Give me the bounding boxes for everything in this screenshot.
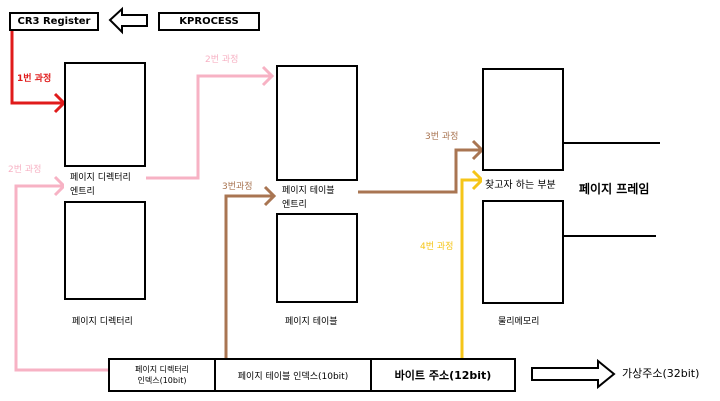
- page-table-entry: 페이지 테이블 엔트리: [276, 179, 358, 215]
- arrow-step3-index: [224, 194, 274, 358]
- arrow-step1: [10, 30, 64, 105]
- pt-entry-line2: 엔트리: [282, 200, 307, 210]
- step3-label-left: 3번과정: [222, 182, 253, 192]
- physical-memory-caption: 물리메모리: [498, 317, 540, 327]
- page-directory-box: 페이지 디렉터리 엔트리: [64, 62, 146, 300]
- virtual-address-bar: 페이지 디렉터리 인덱스(10bit) 페이지 테이블 인덱스(10bit) 바…: [108, 358, 516, 392]
- page-table-box: 페이지 테이블 엔트리: [276, 65, 358, 303]
- page-directory-caption: 페이지 디렉터리: [72, 317, 133, 327]
- byte-offset-label: 바이트 주소(12bit): [394, 369, 492, 382]
- arrowhead-step2-entry: [261, 65, 275, 87]
- pd-index-line2: 인덱스(10bit): [137, 376, 187, 385]
- target-label: 찾고자 하는 부분: [485, 180, 556, 191]
- page-frame-label: 페이지 프레임: [579, 182, 650, 196]
- pd-index-line1: 페이지 디렉터리: [134, 365, 190, 374]
- pt-index-label: 페이지 테이블 인덱스(10bit): [237, 371, 349, 382]
- physical-memory-box: 찾고자 하는 부분: [482, 68, 564, 304]
- cr3-register-box: CR3 Register: [9, 12, 99, 31]
- virtual-address-label: 가상주소(32bit): [622, 367, 700, 380]
- arrow-step2-entry: [146, 74, 272, 180]
- cr3-register-label: CR3 Register: [17, 16, 91, 27]
- target-region: 찾고자 하는 부분: [482, 169, 564, 202]
- byte-offset-cell: 바이트 주소(12bit): [372, 360, 514, 390]
- step3-label-right: 3번 과정: [425, 132, 459, 142]
- pd-entry-line2: 엔트리: [70, 187, 95, 197]
- kprocess-label: KPROCESS: [179, 16, 239, 27]
- arrowhead-step3-index: [263, 185, 277, 207]
- page-table-caption: 페이지 테이블: [285, 317, 338, 327]
- hollow-arrow-left: [108, 6, 148, 35]
- arrow-step2-index: [14, 184, 110, 372]
- hollow-arrow-right: [531, 358, 616, 390]
- kprocess-box: KPROCESS: [158, 12, 260, 31]
- page-directory-entry: 페이지 디렉터리 엔트리: [64, 165, 146, 203]
- step2-label-left: 2번 과정: [8, 165, 42, 175]
- pt-index-cell: 페이지 테이블 인덱스(10bit): [216, 360, 372, 390]
- pd-index-cell: 페이지 디렉터리 인덱스(10bit): [110, 360, 216, 390]
- arrow-step4: [460, 178, 482, 360]
- pd-entry-line1: 페이지 디렉터리: [70, 173, 131, 183]
- step4-label: 4번 과정: [420, 242, 454, 252]
- arrow-step3-entry: [358, 148, 482, 194]
- pt-entry-line1: 페이지 테이블: [282, 186, 335, 196]
- step1-label: 1번 과정: [17, 74, 52, 84]
- step2-label-top: 2번 과정: [205, 55, 239, 65]
